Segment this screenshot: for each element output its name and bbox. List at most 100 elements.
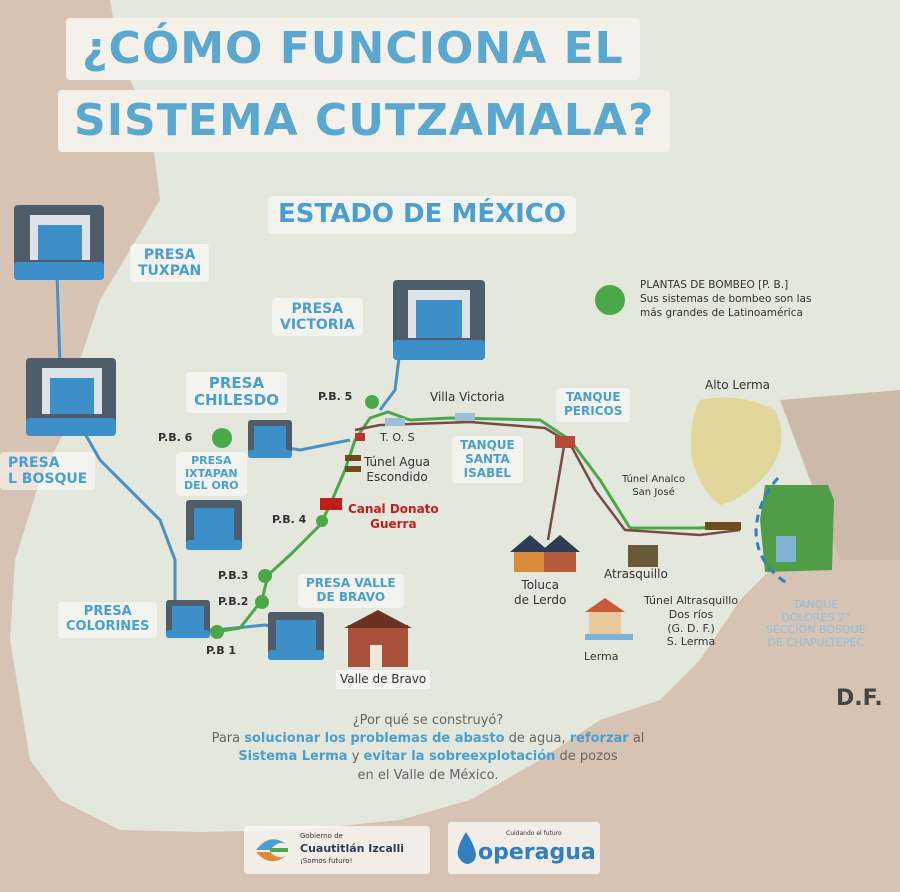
label-tanque-santa-isabel: TANQUE SANTA ISABEL <box>452 436 523 484</box>
why-line-3: en el Valle de México. <box>357 767 499 783</box>
label-pb1: P.B 1 <box>206 644 237 657</box>
house-icon-atrasquillo <box>628 545 658 567</box>
label-line: PRESA <box>291 301 344 317</box>
label-line: PRESA VALLE <box>306 576 396 590</box>
label-line: DE BRAVO <box>316 589 386 604</box>
label-lerma: Lerma <box>584 650 619 663</box>
label-line: Dos ríos <box>668 607 714 621</box>
label-line: COLORINES <box>66 618 150 634</box>
region-df: D.F. <box>836 686 883 711</box>
label-line: TANQUE <box>793 598 839 611</box>
title-line-2: SISTEMA CUTZAMALA? <box>58 90 671 152</box>
label-line: Toluca <box>521 578 559 592</box>
dolores-area <box>760 485 834 572</box>
label-line: Canal Donato <box>348 502 439 516</box>
label-line: PRESA <box>8 455 60 471</box>
label-presa-ixtapan: PRESA IXTAPAN DEL ORO <box>176 452 247 496</box>
text: y <box>347 749 364 765</box>
legend-line-2: Sus sistemas de bombeo son las <box>640 293 812 306</box>
izcalli-text-3: ¡Somos futuro! <box>300 857 353 865</box>
label-toluca: Toluca de Lerdo <box>514 578 566 608</box>
label-line: SANTA <box>465 451 510 466</box>
label-line: DEL ORO <box>184 479 239 493</box>
text: de agua, <box>504 731 570 747</box>
label-line: TANQUE <box>460 438 515 452</box>
title-line-1: ¿CÓMO FUNCIONA EL <box>66 18 640 80</box>
why-box: ¿Por qué se construyó? Para solucionar l… <box>148 712 708 785</box>
why-line-1: Para solucionar los problemas de abasto … <box>148 730 708 748</box>
label-line: PERICOS <box>564 403 623 418</box>
dam-valle <box>268 612 324 660</box>
label-line: SECCIÓN BOSQUE <box>766 623 866 637</box>
text: de pozos <box>555 749 618 765</box>
label-pb4: P.B. 4 <box>272 513 307 526</box>
text: al <box>628 731 645 747</box>
izcalli-icon <box>256 839 288 862</box>
alto-lerma-area <box>691 397 782 505</box>
label-line: TUXPAN <box>138 263 202 280</box>
logo-operagua: Cuidando el futuro operagua <box>448 822 600 874</box>
label-line: ISABEL <box>463 465 512 480</box>
why-question: ¿Por qué se construyó? <box>352 713 504 728</box>
label-line: Túnel Agua <box>364 455 431 469</box>
legend-line-1: PLANTAS DE BOMBEO [P. B.] <box>640 279 789 291</box>
why-line-2: Sistema Lerma y evitar la sobreexplotaci… <box>148 748 708 766</box>
dam-tuxpan <box>14 205 104 280</box>
izcalli-text-1: Gobierno de <box>300 832 343 840</box>
label-tunel-analco: Túnel Analco San José <box>622 474 685 499</box>
label-presa-chilesdo: PRESA CHILESDO <box>186 372 287 413</box>
text: solucionar los problemas de abasto <box>244 731 505 747</box>
text: Sistema Lerma <box>238 749 348 765</box>
dam-victoria <box>393 280 485 360</box>
operagua-tagline: Cuidando el futuro <box>506 830 562 837</box>
label-line: PRESA <box>83 604 132 619</box>
label-pb6: P.B. 6 <box>158 431 193 444</box>
label-presa-bosque: PRESA L BOSQUE <box>0 452 96 491</box>
label-canal-donato: Canal Donato Guerra <box>348 502 439 532</box>
house-icon-toluca <box>510 535 580 572</box>
label-line: IXTAPAN <box>185 466 238 480</box>
label-presa-victoria: PRESA VICTORIA <box>272 298 363 337</box>
label-alto-lerma: Alto Lerma <box>705 378 771 392</box>
label-presa-tuxpan: PRESA TUXPAN <box>130 244 210 283</box>
legend-line-3: más grandes de Latinoamérica <box>640 307 803 320</box>
izcalli-text-2: Cuautitlán Izcalli <box>300 842 405 855</box>
label-presa-colorines: PRESA COLORINES <box>58 602 158 638</box>
label-line: PRESA <box>191 454 232 467</box>
label-tos: T. O. S <box>380 431 415 444</box>
label-pb5: P.B. 5 <box>318 390 353 403</box>
dam-bosque <box>26 358 116 436</box>
label-line: DE CHAPULTEPEC <box>767 635 865 649</box>
dolores-tank <box>776 536 796 562</box>
label-pb3: P.B.3 <box>218 569 249 582</box>
operagua-text: operagua <box>478 840 596 865</box>
label-pb2: P.B.2 <box>218 595 249 608</box>
label-atrasquillo: Atrasquillo <box>604 567 668 581</box>
pump-stations <box>210 285 625 639</box>
label-line: L BOSQUE <box>8 471 88 488</box>
text: reforzar <box>569 731 629 747</box>
house-icon-lerma <box>585 598 633 640</box>
dam-ixtapan <box>186 500 242 550</box>
water-drop-icon <box>457 832 476 864</box>
label-line: DOLORES 2° <box>781 610 851 624</box>
label-line: San José <box>632 486 675 498</box>
label-tanque-dolores: TANQUE DOLORES 2° SECCIÓN BOSQUE DE CHAP… <box>758 596 874 653</box>
dam-colorines <box>166 600 210 638</box>
label-villa-victoria: Villa Victoria <box>430 390 505 404</box>
legend-text: PLANTAS DE BOMBEO [P. B.] Sus sistemas d… <box>640 278 811 321</box>
label-line: S. Lerma <box>666 635 716 649</box>
label-line: TANQUE <box>565 390 621 404</box>
label-presa-valle: PRESA VALLE DE BRAVO <box>298 574 404 608</box>
label-tunel-altrasquillo: Túnel Altrasquillo Dos ríos (G. D. F.) S… <box>644 594 738 649</box>
label-line: VICTORIA <box>280 317 355 334</box>
label-line: CHILESDO <box>194 391 279 410</box>
text: Para <box>211 731 245 747</box>
label-line: (G. D. F.) <box>667 621 715 635</box>
brown-pipes <box>354 420 741 541</box>
label-valle-bravo: Valle de Bravo <box>336 670 431 689</box>
text: evitar la sobreexplotación <box>363 749 556 765</box>
label-line: de Lerdo <box>514 593 567 607</box>
house-icon-valle <box>344 610 412 667</box>
dam-chilesdo <box>248 420 292 458</box>
